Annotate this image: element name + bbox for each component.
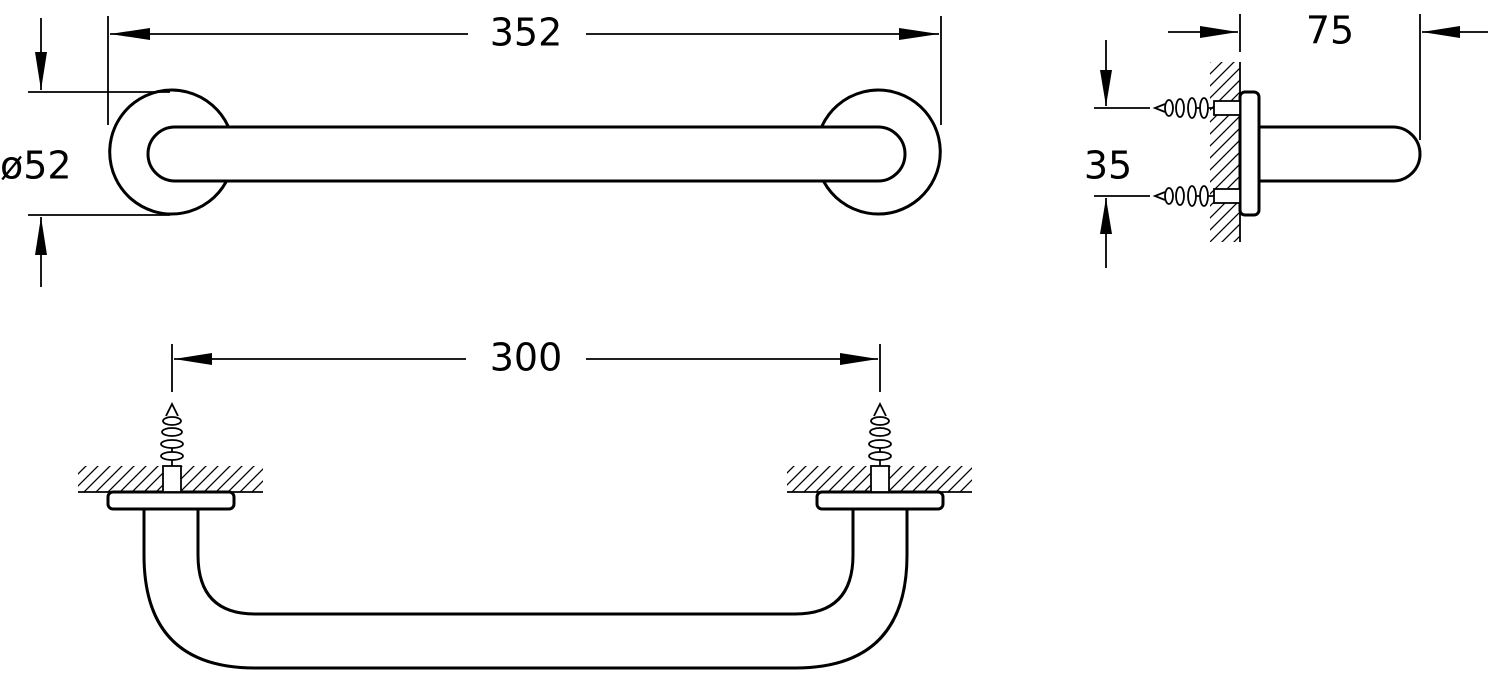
- left-rosette-top: [106, 490, 236, 511]
- left-fixing-screw: [160, 401, 184, 493]
- right-rosette: [820, 88, 942, 216]
- top-view: 300: [78, 336, 972, 670]
- grab-bar-side: [1257, 125, 1422, 183]
- dimension-projection: 75: [1168, 9, 1488, 140]
- centre-distance-label: 300: [490, 336, 563, 380]
- lower-screw: [1152, 185, 1241, 207]
- dimension-overall-length: 352: [107, 11, 942, 125]
- dimension-rosette-diameter: ø52: [0, 18, 170, 287]
- front-view: 352 ø52: [0, 11, 942, 287]
- upper-screw: [1152, 97, 1241, 119]
- fixing-spacing-label: 35: [1084, 144, 1132, 188]
- wall-hatching-side: [1210, 62, 1240, 242]
- side-view: 75 35: [1084, 9, 1488, 268]
- grab-bar-inner: [196, 508, 855, 616]
- rosette-profile: [1238, 90, 1261, 217]
- projection-label: 75: [1306, 9, 1354, 53]
- left-rosette: [108, 88, 230, 216]
- dimension-centre-distance: 300: [171, 336, 881, 392]
- rosette-diameter-label: ø52: [0, 144, 72, 188]
- right-fixing-screw: [868, 401, 892, 493]
- grab-bar-front: [146, 125, 907, 183]
- grab-bar-outer: [142, 508, 909, 670]
- dimension-fixing-spacing: 35: [1084, 40, 1150, 268]
- overall-length-label: 352: [490, 11, 563, 55]
- right-rosette-top: [815, 490, 945, 511]
